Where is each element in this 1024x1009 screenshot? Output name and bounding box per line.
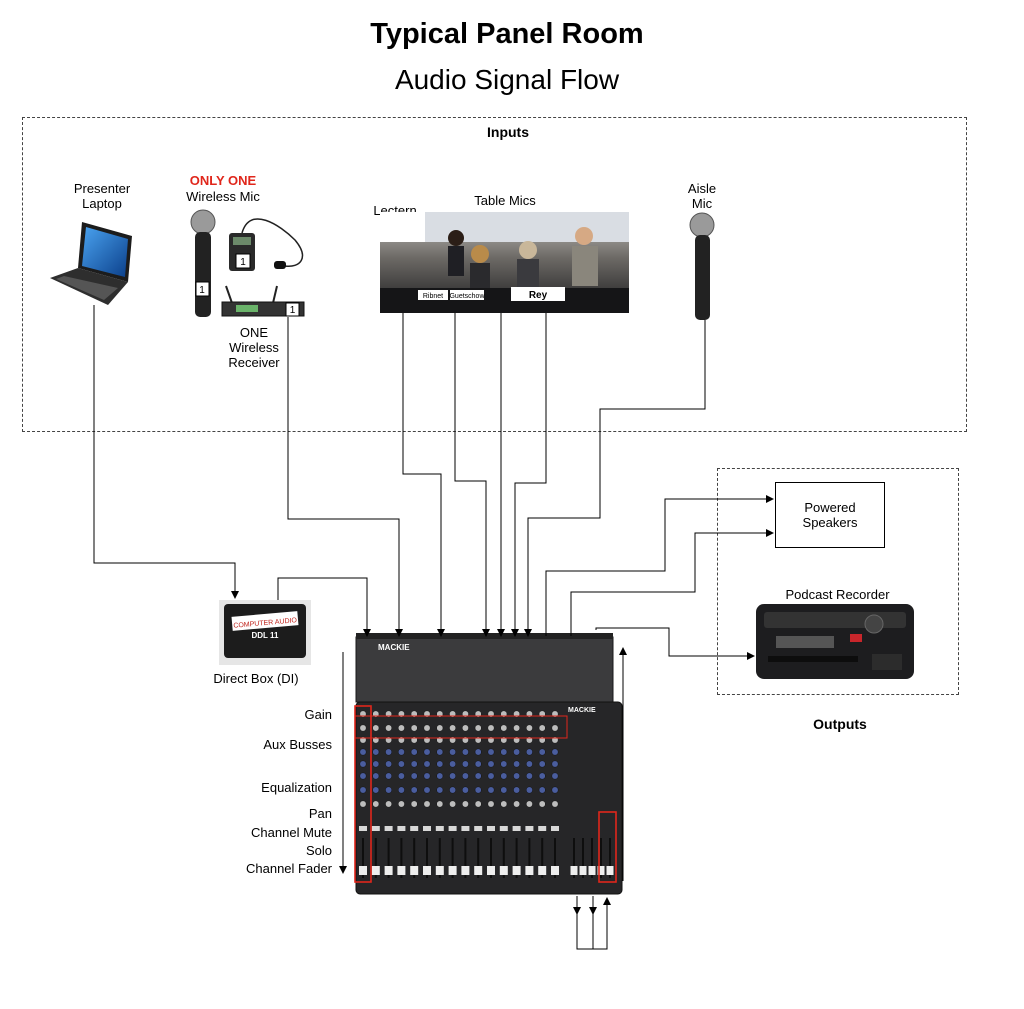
outputs-region — [717, 468, 959, 695]
equalization-label: Equalization — [261, 780, 332, 795]
channel-strip — [525, 710, 534, 878]
svg-text:MACKIE: MACKIE — [568, 707, 596, 714]
master-fader-cap — [597, 866, 605, 875]
svg-text:1: 1 — [290, 305, 296, 316]
page-title: Typical Panel Room — [370, 18, 644, 50]
direct-box-icon: COMPUTER AUDIO DDL 11 — [219, 600, 311, 665]
signal-wires — [93, 305, 774, 950]
channel-strip — [512, 710, 521, 878]
channel-strip — [474, 710, 483, 878]
master-fader-track — [609, 838, 611, 878]
panel-table-photo: Ribnet Guetschow Rey — [380, 212, 629, 313]
podcast-recorder-label: Podcast Recorder — [785, 587, 890, 602]
master-fader-track — [573, 838, 575, 878]
powered-speakers-box: Powered Speakers — [775, 482, 885, 548]
gain-row-highlight — [354, 715, 568, 739]
master-fader-track — [591, 838, 593, 878]
master-fader-cap — [579, 866, 587, 875]
channel-strip — [499, 710, 508, 878]
mixer-console: MACKIE MACKIE — [354, 633, 623, 895]
aisle-mic-label: Aisle Mic — [687, 181, 717, 211]
inputs-region — [22, 117, 967, 432]
channel-strip — [371, 710, 380, 878]
channel-strip — [359, 710, 367, 878]
name-tent-3: Rey — [529, 290, 548, 301]
channel-strip-highlight — [354, 705, 372, 883]
channel-strip — [448, 710, 457, 878]
master-fader-highlight — [598, 811, 617, 883]
gain-label: Gain — [304, 707, 332, 722]
inputs-heading: Inputs — [487, 124, 529, 140]
master-fader-track — [582, 838, 584, 878]
channel-fader-label: Channel Fader — [246, 861, 332, 876]
presenter-laptop-label: Presenter Laptop — [73, 181, 131, 211]
direct-box-model: DDL 11 — [252, 631, 280, 640]
only-one-label: ONLY ONE — [189, 173, 257, 188]
powered-speakers-label: Powered — [804, 500, 856, 515]
master-fader-cap — [588, 866, 596, 875]
podcast-recorder-icon — [756, 604, 914, 679]
channel-strip — [384, 710, 393, 878]
mixer-brand: MACKIE — [378, 643, 410, 652]
name-tent-2: Guetschow — [449, 293, 485, 300]
channel-mute-label: Channel Mute — [251, 825, 332, 840]
table-mics-label: Table Mics — [474, 193, 536, 208]
direct-box-label: Direct Box (DI) — [213, 671, 299, 686]
master-fader-cap — [606, 866, 614, 875]
master-fader-cap — [570, 866, 578, 875]
aux-busses-label: Aux Busses — [263, 737, 332, 752]
wireless-receiver-label: ONE Wireless Receiver — [228, 325, 280, 370]
bodypack-transmitter-icon: 1 — [229, 218, 304, 271]
channel-strip — [551, 710, 559, 878]
outputs-heading: Outputs — [813, 716, 867, 732]
handheld-mic-icon: 1 — [190, 209, 216, 317]
svg-text:1: 1 — [240, 257, 246, 268]
name-tent-1: Ribnet — [423, 293, 443, 300]
master-fader-track — [600, 838, 602, 878]
solo-label: Solo — [305, 843, 332, 858]
pan-label: Pan — [308, 806, 332, 821]
mic-number: 1 — [199, 285, 205, 296]
aisle-mic-icon — [689, 212, 715, 320]
wireless-receiver-icon: 1 — [221, 285, 305, 317]
wireless-mic-label: Wireless Mic — [186, 189, 260, 204]
laptop-icon — [50, 222, 132, 305]
page-subtitle: Audio Signal Flow — [394, 64, 620, 95]
channel-strip — [423, 710, 431, 878]
